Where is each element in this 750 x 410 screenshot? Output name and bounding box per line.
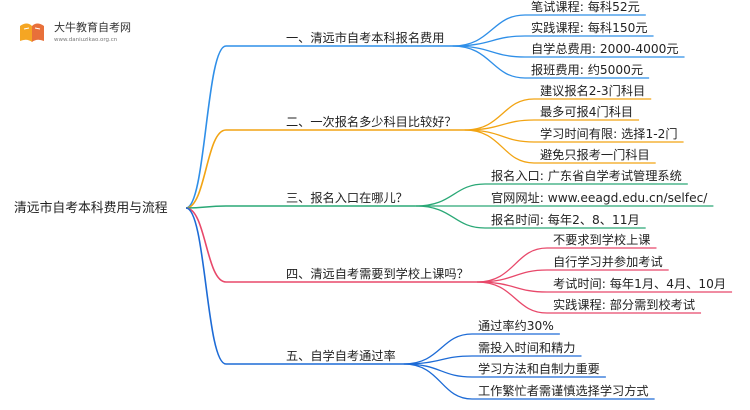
branch-leaf-connector-1-3 bbox=[452, 45, 685, 58]
logo-url: www.daniuzikao.org.cn bbox=[54, 37, 118, 43]
leaf-label-1-1: 笔试课程: 每科52元 bbox=[531, 0, 640, 14]
branch-label-3: 三、报名入口在哪儿？ bbox=[286, 190, 408, 205]
branch-label-5: 五、自学自考通过率 bbox=[286, 348, 396, 363]
root-branch-connector-3 bbox=[185, 205, 282, 209]
branch-leaf-connector-2-4 bbox=[464, 129, 656, 164]
leaf-label-1-4: 报班费用: 约5000元 bbox=[531, 62, 643, 77]
branch-leaf-connector-4-1 bbox=[476, 247, 657, 283]
branch-leaf-connector-4-4 bbox=[476, 281, 702, 314]
branch-leaf-connector-5-1 bbox=[403, 333, 560, 365]
leaf-label-4-3: 考试时间: 每年1月、4月、10月 bbox=[553, 276, 726, 291]
root-branch-connector-1 bbox=[185, 45, 282, 209]
branch-label-4: 四、清远自考需要到学校上课吗？ bbox=[286, 266, 469, 281]
leaf-label-2-1: 建议报名2-3门科目 bbox=[540, 83, 645, 98]
root-node-label: 清远市自考本科费用与流程 bbox=[14, 200, 168, 216]
leaf-label-5-4: 工作繁忙者需谨慎选择学习方式 bbox=[478, 383, 649, 398]
branch-leaf-connector-5-2 bbox=[403, 355, 582, 365]
connector-lines bbox=[185, 14, 733, 400]
leaf-label-3-2: 官网网址: www.eeagd.edu.cn/selfec/ bbox=[491, 190, 708, 205]
leaf-label-5-1: 通过率约30% bbox=[478, 318, 554, 333]
branch-leaf-connector-5-4 bbox=[403, 363, 655, 400]
branch-leaf-connector-4-3 bbox=[476, 281, 733, 293]
root-branch-connector-2 bbox=[185, 129, 282, 209]
branch-leaf-connector-1-1 bbox=[452, 14, 646, 47]
leaf-label-5-2: 需投入时间和精力 bbox=[478, 340, 576, 355]
leaf-label-2-2: 最多可报4门科目 bbox=[540, 104, 633, 119]
branch-leaf-connector-1-4 bbox=[452, 45, 650, 79]
branch-leaf-connector-1-2 bbox=[452, 35, 654, 47]
branch-leaf-connector-3-1 bbox=[415, 183, 688, 207]
leaf-label-1-2: 实践课程: 每科150元 bbox=[531, 20, 648, 35]
branch-leaf-connector-4-2 bbox=[476, 269, 669, 283]
leaf-label-5-3: 学习方法和自制力重要 bbox=[478, 361, 600, 376]
leaf-label-3-1: 报名入口: 广东省自学考试管理系统 bbox=[491, 168, 682, 183]
leaf-label-4-2: 自行学习并参加考试 bbox=[553, 254, 663, 269]
leaf-label-4-1: 不要求到学校上课 bbox=[553, 232, 651, 247]
root-branch-connector-4 bbox=[185, 207, 282, 283]
site-logo[interactable]: 大牛教育自考网 www.daniuzikao.org.cn bbox=[8, 8, 158, 48]
book-logo-icon bbox=[20, 23, 44, 42]
branch-leaf-connector-2-1 bbox=[464, 98, 652, 131]
leaf-label-2-3: 学习时间有限: 选择1-2门 bbox=[540, 126, 678, 141]
leaf-label-4-4: 实践课程: 部分需到校考试 bbox=[553, 297, 695, 312]
branch-label-2: 二、一次报名多少科目比较好？ bbox=[286, 114, 457, 129]
root-branch-connector-5 bbox=[185, 207, 282, 365]
branch-label-1: 一、清远市自考本科报名费用 bbox=[286, 30, 444, 45]
branch-leaf-connector-5-3 bbox=[403, 363, 606, 378]
leaf-label-1-3: 自学总费用: 2000-4000元 bbox=[531, 41, 679, 56]
branch-leaf-connector-3-3 bbox=[415, 205, 646, 229]
logo-name: 大牛教育自考网 bbox=[54, 21, 131, 34]
branch-leaf-connector-2-2 bbox=[464, 119, 640, 131]
leaf-label-2-4: 避免只报考一门科目 bbox=[540, 147, 650, 162]
leaf-label-3-3: 报名时间: 每年2、8、11月 bbox=[491, 212, 640, 227]
branch-leaf-connector-2-3 bbox=[464, 129, 684, 143]
